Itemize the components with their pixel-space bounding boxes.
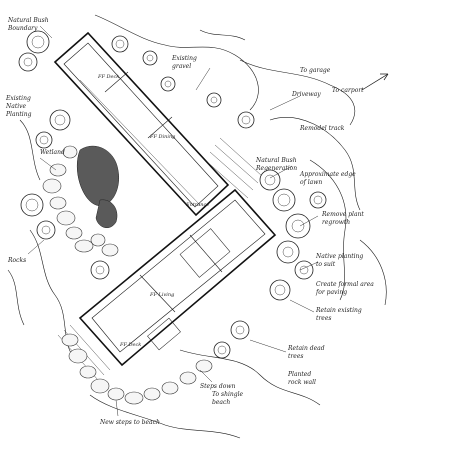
note-beach: beach — [212, 399, 230, 406]
note-dead-trees: trees — [288, 353, 303, 360]
note-of-lawn: of lawn — [300, 179, 322, 186]
annotations: Natural Bush Boundary Existing gravel To… — [5, 17, 374, 426]
room-ff-deck: FF Deck — [97, 74, 119, 80]
contour-lines — [7, 14, 387, 439]
note-existing-left: Existing — [5, 95, 31, 102]
wetland-pond — [76, 145, 120, 229]
note-planting: Planting — [5, 111, 32, 118]
note-natural-bush-right: Natural Bush — [255, 157, 297, 164]
note-to-suit: to suit — [316, 261, 336, 268]
note-create-formal: Create formal area — [316, 281, 374, 288]
note-rock-wall: rock wall — [288, 379, 316, 386]
note-wetland: Wetland — [40, 149, 65, 156]
note-to-garage: To garage — [300, 67, 331, 74]
note-approx-edge: Approximate edge — [299, 171, 356, 178]
note-to-carport: To carport — [332, 87, 364, 94]
note-remodel-track: Remodel track — [299, 125, 345, 132]
note-for-paving: for paving — [315, 289, 347, 296]
annotation-leaders — [27, 25, 319, 417]
room-ff-deck-lower: FF Deck — [119, 342, 141, 348]
note-existing: Existing — [171, 55, 197, 62]
note-planted: Planted — [287, 371, 311, 378]
house-wing-upper — [53, 31, 230, 217]
note-trees: trees — [316, 315, 331, 322]
note-rocks: Rocks — [7, 257, 26, 264]
note-regrowth: regrowth — [322, 219, 350, 226]
note-boundary: Boundary — [7, 25, 38, 32]
note-native: Native — [5, 103, 27, 110]
note-remove-plant: Remove plant — [321, 211, 364, 218]
note-steps-down: Steps down — [200, 383, 235, 390]
note-retain-dead: Retain dead — [287, 345, 325, 352]
room-ff-living: FF Living — [149, 292, 174, 298]
note-retain-existing: Retain existing — [315, 307, 362, 314]
note-natural-bush: Natural Bush — [7, 17, 49, 24]
room-entrance: Entrance — [185, 202, 209, 208]
north-arrow — [361, 73, 389, 91]
note-to-shingle: To shingle — [212, 391, 244, 398]
room-ff-dining: FF Dining — [149, 134, 175, 140]
rock-wall-left — [42, 145, 119, 257]
note-gravel: gravel — [172, 63, 191, 70]
note-new-steps: New steps to beach — [99, 419, 160, 426]
note-driveway: Driveway — [291, 91, 321, 98]
house-wing-lower — [78, 188, 277, 367]
trees — [18, 30, 327, 359]
rock-wall-bottom — [61, 333, 213, 405]
note-regeneration: Regeneration — [255, 165, 297, 172]
note-native-planting: Native planting — [315, 253, 363, 260]
